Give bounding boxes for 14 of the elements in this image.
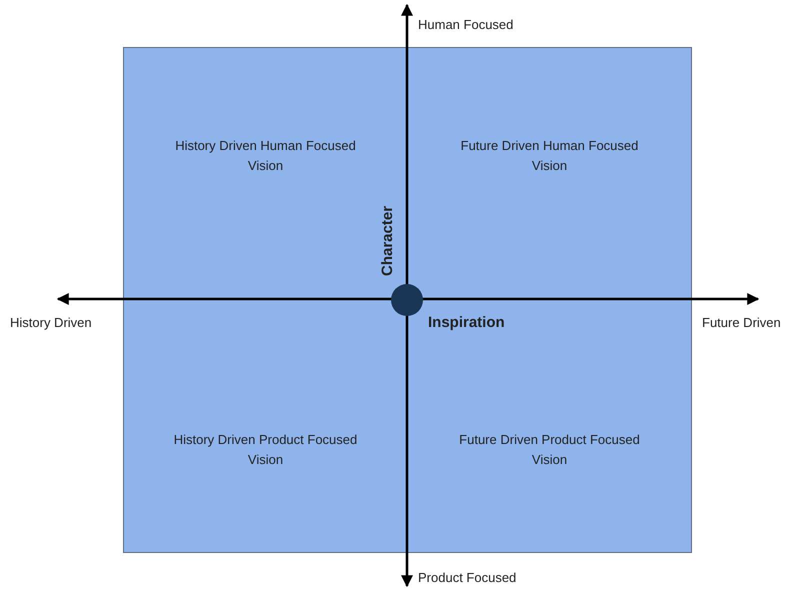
quadrant-box: [407, 47, 692, 300]
quadrant-label: Future Driven Human Focused Vision: [460, 137, 640, 175]
axis-label: Human Focused: [418, 17, 514, 32]
quadrant-label: Future Driven Product Focused Vision: [458, 431, 641, 469]
quadrant-label: History Driven Human Focused Vision: [174, 137, 357, 175]
axis-title: Character: [379, 206, 396, 276]
quadrant-box: [123, 47, 408, 300]
axis-label: Future Driven: [702, 315, 781, 330]
quadrant-box: [407, 299, 692, 553]
axis-label: Product Focused: [418, 570, 516, 585]
axis-title: Inspiration: [428, 314, 505, 331]
axis-label: History Driven: [10, 315, 92, 330]
quadrant-label: History Driven Product Focused Vision: [172, 431, 358, 469]
quadrant-box: [123, 299, 408, 553]
